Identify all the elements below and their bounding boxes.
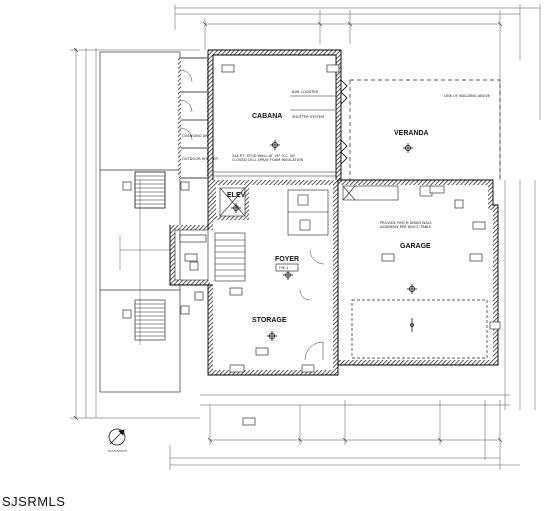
exterior-walls (170, 50, 498, 375)
interior-lines (174, 95, 336, 282)
changing-label: CHANGING AREA (182, 134, 213, 138)
room-label-cabana: CABANA (252, 113, 282, 120)
garage-note-2: ASSEMBLY PER NJUCC TABLE (380, 225, 432, 229)
north-label: PLAN NORTH (108, 449, 127, 453)
left-stair-lower (135, 303, 165, 337)
door-swings (299, 249, 325, 361)
cabana-zigzag (340, 79, 348, 165)
light-fixtures (231, 140, 417, 341)
line-of-building-note: LINE OF BUILDING ABOVE (444, 94, 491, 98)
north-arrow-icon (108, 428, 126, 446)
stud-wall-note-2: CLOSED CELL SPRAY FOAM INSULATION (232, 158, 303, 162)
bar-counter-note: BAR COUNTER (292, 90, 319, 94)
left-stair-upper (134, 171, 166, 209)
door-swings-left (179, 69, 193, 141)
outdoor-shower-label: OUTDOOR SHOWER (182, 157, 218, 161)
room-label-veranda: VERANDA (394, 130, 429, 137)
room-label-foyer: FOYER (275, 256, 299, 263)
stud-wall-note: 2x4 P.T. STUD WALL AT 16" O.C. W/ (232, 154, 296, 158)
garage-door (351, 299, 488, 359)
wall-outlines (169, 49, 499, 376)
garage-equipment (342, 185, 433, 201)
watermark-text: SJSRMLS (2, 494, 66, 509)
tag-boxes (122, 64, 501, 426)
foyer-tag: FYE-1 (279, 266, 289, 270)
room-label-storage: STORAGE (252, 317, 287, 324)
garage-note-1: PROVIDE PATCH DRAIN WALL (380, 221, 432, 225)
dimension-lines (70, 4, 541, 470)
room-label-garage: GARAGE (400, 243, 431, 250)
room-label-elev: ELEV (227, 192, 246, 199)
dimension-ticks (73, 21, 503, 443)
shutter-note: SHUTTER SYSTEM (292, 115, 324, 119)
veranda-outline (349, 79, 501, 180)
